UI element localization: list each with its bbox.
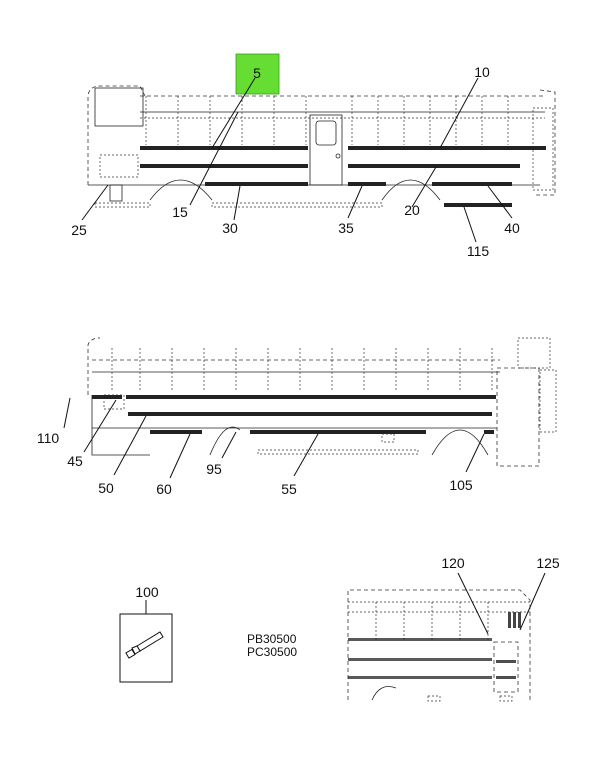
kit-item-box xyxy=(119,600,173,683)
callout-50: 50 xyxy=(98,480,114,496)
vent-grille xyxy=(508,612,521,628)
callout-95: 95 xyxy=(206,461,222,477)
callout-105: 105 xyxy=(449,477,473,493)
leader-lines-lower xyxy=(457,572,546,635)
callout-40: 40 xyxy=(504,220,520,236)
callout-10: 10 xyxy=(474,64,490,80)
callout-110: 110 xyxy=(37,430,60,446)
callout-labels: 5 10 15 20 25 30 35 40 115 110 45 50 60 … xyxy=(37,64,560,600)
callout-5: 5 xyxy=(253,65,261,81)
callout-25: 25 xyxy=(71,222,87,238)
leader-lines-middle xyxy=(63,397,485,479)
part-code: PB30500 xyxy=(247,632,297,646)
bus-side-view-middle xyxy=(87,337,557,467)
callout-55: 55 xyxy=(281,481,297,497)
callout-120: 120 xyxy=(441,555,465,571)
part-codes: PB30500 PC30500 xyxy=(247,633,297,659)
part-code: PC30500 xyxy=(247,645,298,659)
callout-30: 30 xyxy=(222,220,238,236)
highlight-box xyxy=(235,53,280,95)
callout-60: 60 xyxy=(156,481,172,497)
callout-15: 15 xyxy=(172,204,188,220)
callout-115: 115 xyxy=(467,243,490,259)
bus-side-view-upper xyxy=(87,85,556,208)
adhesive-tube-icon xyxy=(125,631,164,659)
callout-45: 45 xyxy=(67,453,83,469)
leader-lines-upper xyxy=(81,77,513,243)
callout-20: 20 xyxy=(404,202,420,218)
callout-100: 100 xyxy=(135,584,159,600)
callout-35: 35 xyxy=(338,220,354,236)
bus-rear-detail-view xyxy=(347,589,531,702)
callout-125: 125 xyxy=(536,555,560,571)
